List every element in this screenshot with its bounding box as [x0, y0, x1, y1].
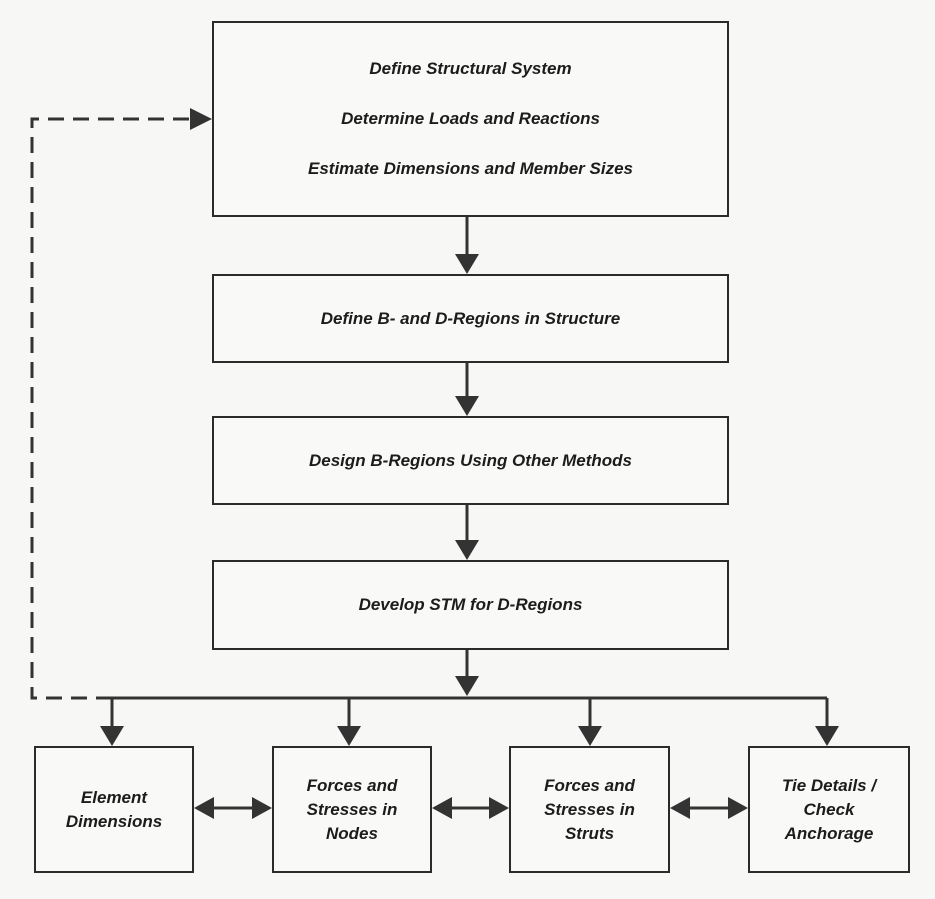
tie-details-line1: Tie Details /	[781, 775, 877, 795]
step1-line3: Estimate Dimensions and Member Sizes	[308, 159, 633, 178]
tie-details-anchorage-box: Tie Details / Check Anchorage	[748, 746, 910, 873]
struts-line1: Forces and	[544, 775, 635, 795]
define-structural-system-box: Define Structural System Determine Loads…	[212, 21, 729, 217]
step2-label: Define B- and D-Regions in Structure	[320, 308, 621, 328]
nodes-line1: Forces and	[306, 775, 398, 795]
step3-label: Design B-Regions Using Other Methods	[308, 450, 633, 470]
define-b-d-regions-box: Define B- and D-Regions in Structure	[212, 274, 729, 363]
element-dimensions-line1: Element	[80, 787, 148, 807]
struts-line3: Struts	[564, 823, 615, 843]
step1-line2: Determine Loads and Reactions	[341, 109, 600, 128]
forces-stresses-struts-box: Forces and Stresses in Struts	[509, 746, 670, 873]
tie-details-line3: Anchorage	[784, 823, 874, 843]
element-dimensions-box: Element Dimensions	[34, 746, 194, 873]
design-b-regions-box: Design B-Regions Using Other Methods	[212, 416, 729, 505]
nodes-line3: Nodes	[326, 823, 378, 843]
develop-stm-box: Develop STM for D-Regions	[212, 560, 729, 650]
step4-label: Develop STM for D-Regions	[358, 595, 583, 614]
tie-details-line2: Check	[803, 799, 855, 819]
nodes-line2: Stresses in	[306, 799, 398, 819]
forces-stresses-nodes-box: Forces and Stresses in Nodes	[272, 746, 432, 873]
element-dimensions-line2: Dimensions	[65, 811, 163, 831]
struts-line2: Stresses in	[544, 799, 635, 819]
step1-line1: Define Structural System	[369, 59, 572, 78]
